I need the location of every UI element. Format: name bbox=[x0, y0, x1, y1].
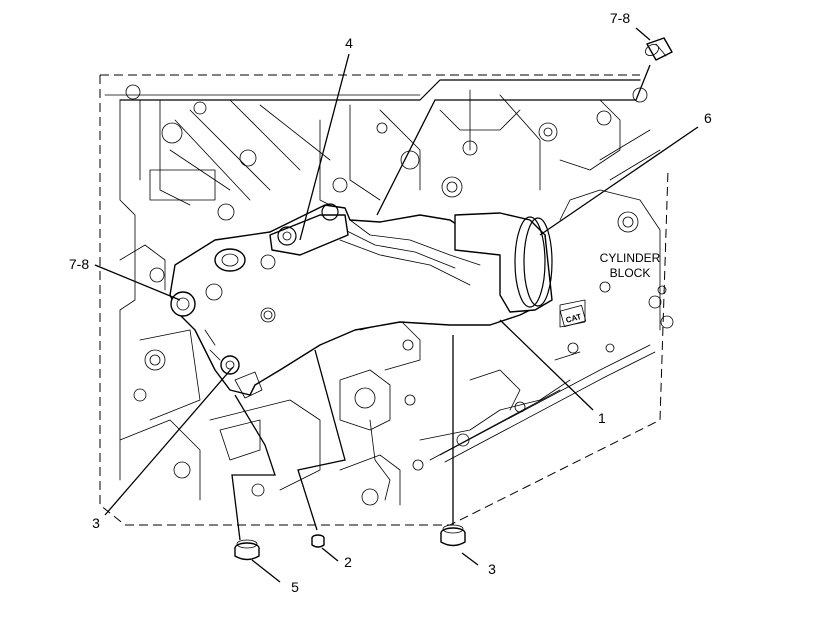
exhaust-manifold bbox=[169, 203, 553, 399]
cylinder-label-line2: BLOCK bbox=[610, 266, 651, 280]
plug-icon bbox=[234, 539, 260, 561]
callout-1: 1 bbox=[598, 410, 606, 426]
cylinder-label-line1: CYLINDER bbox=[600, 251, 661, 265]
callout-2: 2 bbox=[344, 554, 352, 570]
callout-3-bottom: 3 bbox=[488, 561, 496, 577]
manifold-outlet-flange bbox=[454, 212, 553, 313]
cylinder-block: CAT bbox=[99, 74, 674, 526]
block-outline-dashed bbox=[99, 74, 669, 526]
callout-4: 4 bbox=[345, 35, 353, 51]
plug-icon bbox=[645, 37, 673, 61]
callout-5: 5 bbox=[291, 579, 299, 595]
cylinder-block-label: CYLINDER BLOCK bbox=[600, 251, 661, 280]
plug-icon bbox=[440, 524, 466, 547]
callouts: 4 6 1 7-8 7-8 3 3 5 2 bbox=[69, 10, 712, 595]
bolt-icon bbox=[311, 534, 325, 548]
manifold-body bbox=[169, 204, 551, 396]
callout-6: 6 bbox=[704, 110, 712, 126]
callout-7-8-top: 7-8 bbox=[610, 10, 630, 26]
callout-7-8-left: 7-8 bbox=[69, 256, 89, 272]
leader-lines bbox=[94, 27, 699, 583]
brand-mark: CAT bbox=[565, 312, 583, 325]
callout-3-left: 3 bbox=[92, 515, 100, 531]
